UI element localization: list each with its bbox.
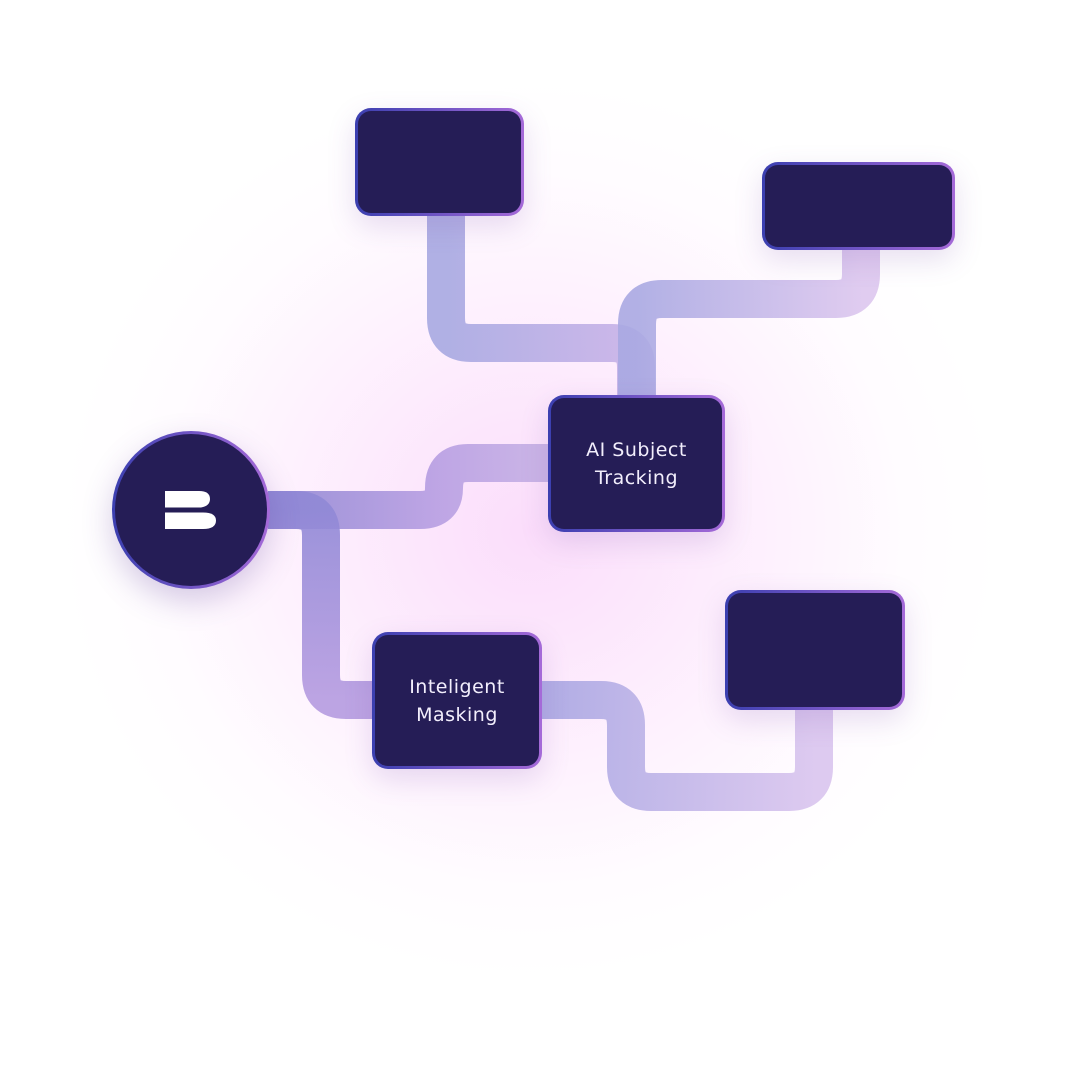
connector-masking-to-bottom-right [540,681,833,811]
connector-hub-to-masking [268,491,376,719]
node-intelligent-masking-label: Inteligent Masking [409,675,505,726]
node-top-left [355,108,524,216]
node-bottom-right [725,590,905,710]
node-ai-subject-tracking-label: AI Subject Tracking [586,438,687,489]
connector-top-right-to-ai [618,248,880,396]
connector-top-left-to-ai [427,214,655,396]
connector-hub-to-ai [268,444,550,529]
node-top-right [762,162,955,250]
node-ai-subject-tracking: AI Subject Tracking [548,395,725,532]
b-logo-icon [165,491,216,529]
node-intelligent-masking: Inteligent Masking [372,632,542,769]
hub-node [112,431,270,589]
